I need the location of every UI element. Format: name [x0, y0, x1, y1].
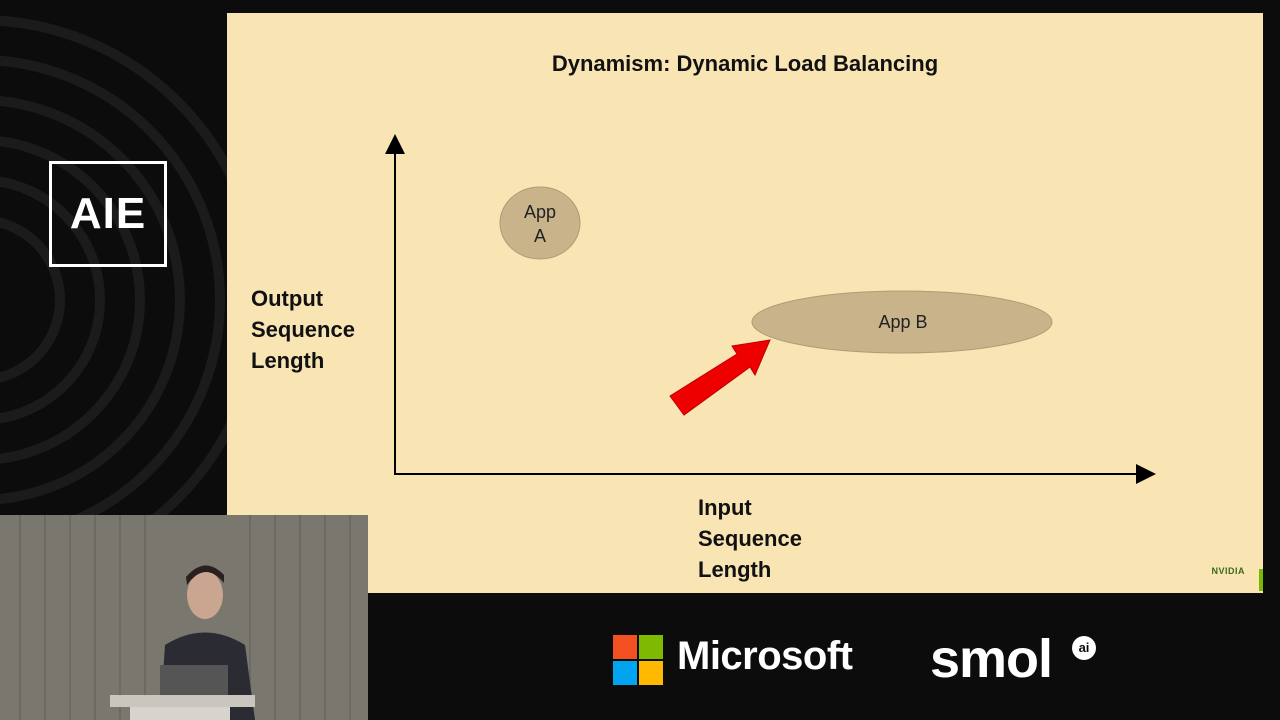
- smol-wordmark: smol: [930, 629, 1053, 689]
- app-b-ellipse: [751, 290, 1053, 354]
- app-a-label: App A: [523, 202, 557, 246]
- event-logo-text: AIE: [69, 189, 147, 238]
- red-arrow-icon: [669, 339, 771, 416]
- event-logo: AIE: [49, 161, 167, 267]
- speaker-video: [0, 515, 368, 720]
- microsoft-wordmark: Microsoft: [677, 634, 853, 678]
- podium: [110, 695, 255, 707]
- smol-ai-badge: ai: [1072, 636, 1096, 660]
- y-axis-label: Output Sequence Length: [251, 286, 355, 373]
- speaker-video-frame: [0, 515, 368, 720]
- nvidia-logo: NVIDIA: [1211, 566, 1245, 576]
- app-a-ellipse: [499, 186, 581, 260]
- diagram-canvas: [385, 134, 1156, 484]
- speaker-head: [187, 571, 223, 619]
- x-axis-label: Input Sequence Length: [698, 495, 802, 582]
- app-b-label: App B: [878, 312, 928, 332]
- slide-title: Dynamism: Dynamic Load Balancing: [551, 51, 939, 76]
- brand-accent-bar: [1259, 569, 1263, 591]
- presentation-slide: Dynamism: Dynamic Load Balancing Output …: [227, 13, 1263, 593]
- microsoft-logo-icon: [613, 635, 663, 685]
